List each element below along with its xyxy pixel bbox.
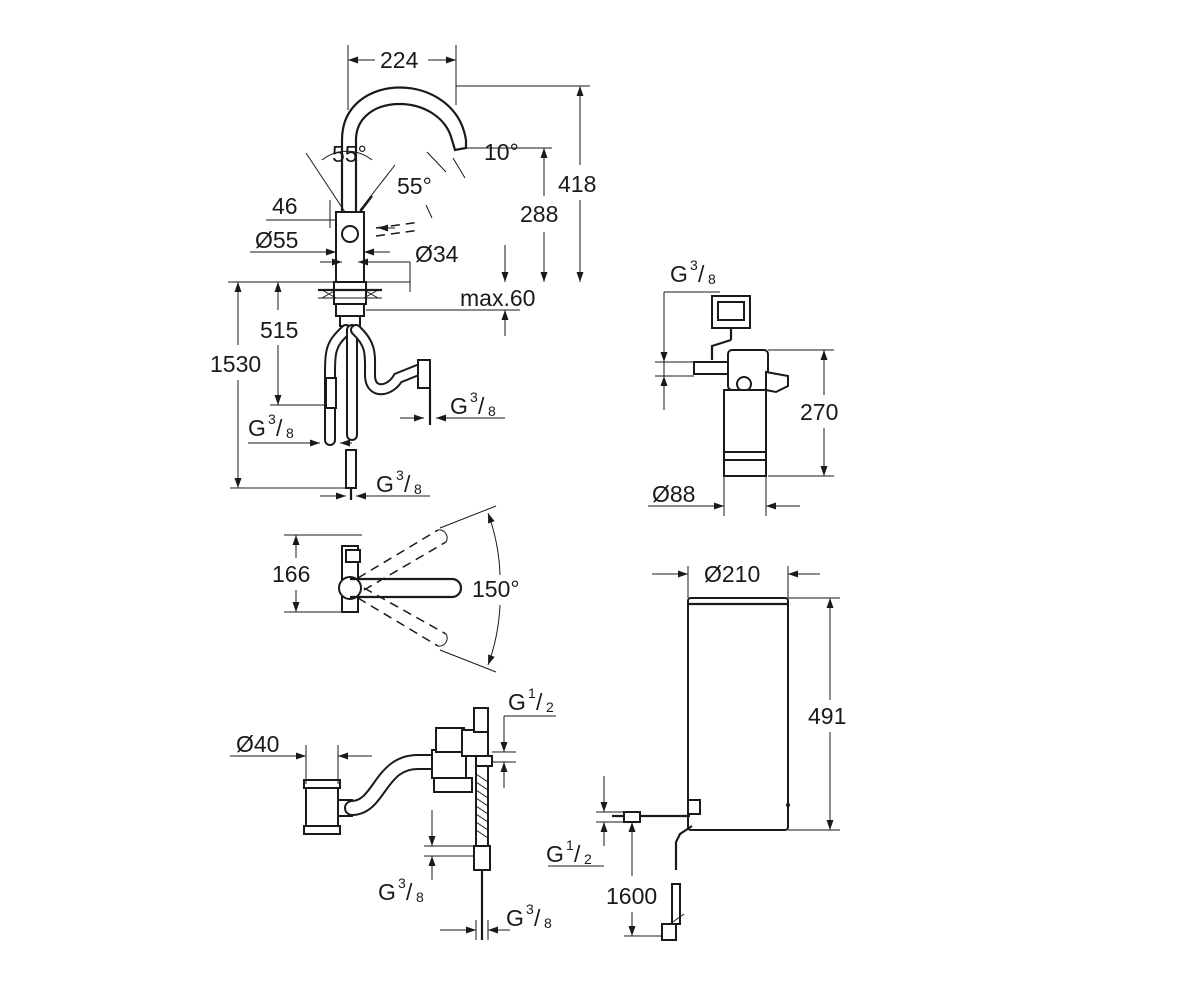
svg-text:3: 3 xyxy=(396,467,404,483)
cable-length-label: 1600 xyxy=(606,883,657,909)
chiller-tank xyxy=(687,597,789,831)
svg-text:8: 8 xyxy=(414,481,422,497)
svg-text:/: / xyxy=(276,415,283,441)
swivel-right-outline xyxy=(357,587,447,647)
svg-text:G: G xyxy=(670,261,688,287)
svg-text:3: 3 xyxy=(526,901,534,917)
svg-text:/: / xyxy=(534,905,541,931)
valve-block xyxy=(431,749,467,779)
shank-diameter-label: Ø34 xyxy=(415,241,459,267)
chiller-height-label: 491 xyxy=(808,703,846,729)
faucet-width-label: 224 xyxy=(380,47,419,73)
svg-text:/: / xyxy=(406,879,413,905)
hose-length-label: 515 xyxy=(260,317,298,343)
svg-text:G: G xyxy=(376,471,394,497)
svg-text:G: G xyxy=(450,393,468,419)
max-thickness-label: max.60 xyxy=(460,285,535,311)
valve-outlet-left-label: G 3 / 8 xyxy=(378,875,424,905)
valve-inlet-label: G 1 / 2 xyxy=(508,685,554,715)
faucet-depth-label: 166 xyxy=(272,561,310,587)
svg-text:8: 8 xyxy=(708,271,716,287)
svg-text:3: 3 xyxy=(470,389,478,405)
outlet-height-label: 288 xyxy=(520,201,558,227)
svg-text:/: / xyxy=(536,689,543,715)
chiller-connection-label: G 1 / 2 xyxy=(546,837,592,867)
handle-right-angle-label: 55° xyxy=(397,173,432,199)
faucet-base xyxy=(333,281,367,305)
svg-text:G: G xyxy=(508,689,526,715)
connection-left-label: G 3 / 8 xyxy=(248,411,294,441)
faucet-lever xyxy=(359,195,373,213)
lever-offset-label: 46 xyxy=(272,193,298,219)
power-plug xyxy=(661,923,677,941)
svg-text:1: 1 xyxy=(566,837,574,853)
faucet-top-spout xyxy=(350,577,463,599)
svg-text:G: G xyxy=(378,879,396,905)
svg-text:3: 3 xyxy=(398,875,406,891)
faucet-body xyxy=(335,211,365,283)
valve-assembly: Ø40 G 1 / 2 G 3 / 8 G 3 / xyxy=(230,685,556,940)
svg-text:8: 8 xyxy=(488,403,496,419)
svg-text:8: 8 xyxy=(416,889,424,905)
valve-outlet-bottom-label: G 3 / 8 xyxy=(506,901,552,931)
svg-text:3: 3 xyxy=(690,257,698,273)
faucet-front-view: 224 418 288 55° 55° 10° 46 Ø55 Ø34 ma xyxy=(210,45,596,500)
connection-right-label: G 3 / 8 xyxy=(450,389,496,419)
swivel-left-outline xyxy=(357,529,447,591)
filter-diameter-label: Ø88 xyxy=(652,481,695,507)
swivel-angle-label: 150° xyxy=(472,576,520,602)
faucet-spout xyxy=(340,86,468,215)
faucet-height-label: 418 xyxy=(558,171,596,197)
power-cable xyxy=(674,825,693,870)
svg-text:8: 8 xyxy=(544,915,552,931)
svg-text:/: / xyxy=(698,261,705,287)
svg-text:3: 3 xyxy=(268,411,276,427)
filter-unit: G 3 / 8 270 Ø88 xyxy=(648,257,838,516)
handle-left-angle-label: 55° xyxy=(332,141,367,167)
faucet-top-view: 150° 166 xyxy=(272,505,520,673)
connection-bottom-label: G 3 / 8 xyxy=(376,467,422,497)
drain-tee xyxy=(305,783,339,831)
svg-text:G: G xyxy=(546,841,564,867)
filter-connection-label: G 3 / 8 xyxy=(670,257,716,287)
svg-text:/: / xyxy=(478,393,485,419)
total-length-label: 1530 xyxy=(210,351,261,377)
svg-text:2: 2 xyxy=(546,699,554,715)
svg-text:/: / xyxy=(574,841,581,867)
svg-text:/: / xyxy=(404,471,411,497)
filter-height-label: 270 xyxy=(800,399,838,425)
chiller-unit: Ø210 491 G 1 / 2 1600 xyxy=(546,561,846,941)
angle-valve xyxy=(417,359,431,389)
drain-diameter-label: Ø40 xyxy=(236,731,279,757)
chiller-diameter-label: Ø210 xyxy=(704,561,760,587)
svg-text:G: G xyxy=(506,905,524,931)
body-diameter-label: Ø55 xyxy=(255,227,298,253)
faucet-handle-hub xyxy=(341,225,359,243)
svg-text:8: 8 xyxy=(286,425,294,441)
svg-text:1: 1 xyxy=(528,685,536,701)
svg-text:G: G xyxy=(248,415,266,441)
filter-cartridge xyxy=(723,389,767,453)
spout-angle-label: 10° xyxy=(484,139,519,165)
svg-text:2: 2 xyxy=(584,851,592,867)
